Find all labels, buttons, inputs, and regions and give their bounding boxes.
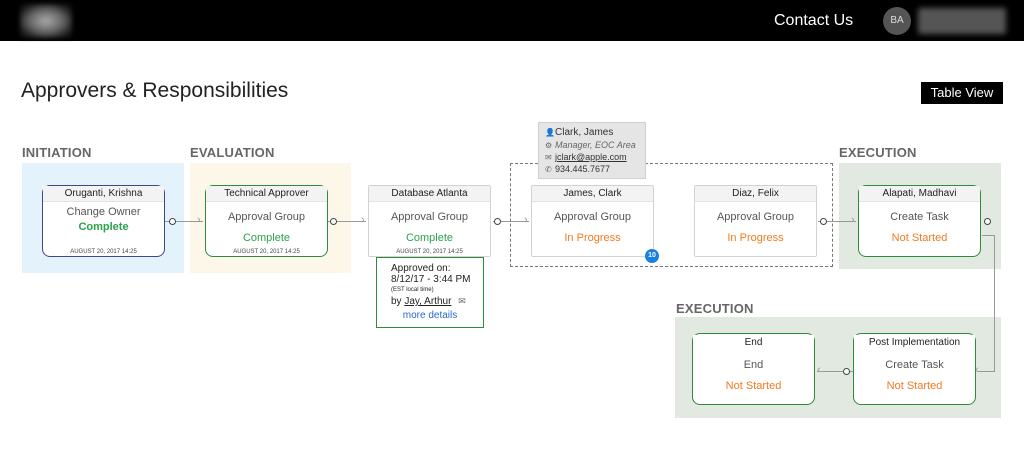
- approved-by-row: by Jay, Arthur ✉: [391, 296, 483, 307]
- card-database-atlanta[interactable]: Database Atlanta Approval Group Complete…: [368, 185, 491, 257]
- connector-line: [994, 235, 995, 371]
- stage-execution-top: EXECUTION: [839, 145, 917, 160]
- tooltip-phone-row: ✆934.445.7677: [545, 163, 645, 175]
- connector-line: [165, 221, 203, 222]
- tooltip-phone: 934.445.7677: [555, 164, 611, 174]
- mail-icon: ✉: [545, 153, 552, 162]
- logo[interactable]: [20, 4, 72, 38]
- card-status: Complete: [78, 221, 129, 233]
- card-date: AUGUST 20, 2017 14:25: [396, 249, 463, 255]
- card-role: Create Task: [890, 211, 949, 223]
- card-technical-approver[interactable]: Technical Approver Approval Group Comple…: [205, 185, 328, 257]
- approver-name-link[interactable]: Jay, Arthur: [404, 296, 452, 307]
- arrow-left-icon: ‹: [817, 364, 821, 376]
- card-post-implementation[interactable]: Post Implementation Create Task Not Star…: [853, 333, 976, 405]
- connector-line: [982, 235, 994, 236]
- mail-icon[interactable]: ✉: [458, 296, 466, 306]
- card-james-clark[interactable]: James, Clark Approval Group In Progress: [531, 185, 654, 257]
- card-name: Alapati, Madhavi: [859, 186, 980, 202]
- connector-node-icon: [820, 218, 827, 225]
- more-details-link[interactable]: more details: [402, 310, 458, 321]
- phone-icon: ✆: [545, 165, 552, 174]
- connector-line: [328, 221, 366, 222]
- top-bar: Contact Us BA: [0, 0, 1024, 41]
- card-status: Not Started: [886, 380, 943, 392]
- connector-node-icon: [984, 218, 991, 225]
- card-name: James, Clark: [532, 186, 653, 202]
- card-alapati-madhavi[interactable]: Alapati, Madhavi Create Task Not Started: [858, 185, 981, 257]
- parallel-group-outline: [510, 163, 833, 267]
- connector-node-icon: [843, 368, 850, 375]
- timezone-note: (EST local time): [391, 287, 434, 293]
- card-name: End: [693, 335, 814, 350]
- approver-tooltip: 👤Clark, James ⚙Manager, EOC Area ✉jclark…: [538, 122, 646, 179]
- approved-on-datetime: 8/12/17 - 3:44 PM: [391, 274, 471, 285]
- stage-evaluation: EVALUATION: [190, 145, 275, 160]
- approval-details-popup: Approved on: 8/12/17 - 3:44 PM (EST loca…: [376, 257, 484, 328]
- notification-badge[interactable]: 10: [645, 249, 659, 263]
- tooltip-email-row: ✉jclark@apple.com: [545, 151, 645, 163]
- connector-node-icon: [494, 218, 501, 225]
- connector-line: [818, 221, 856, 222]
- card-name: Diaz, Felix: [695, 186, 816, 202]
- card-name: Oruganti, Krishna: [43, 186, 164, 202]
- arrow-right-icon: ›: [361, 214, 365, 226]
- tooltip-title-row: ⚙Manager, EOC Area: [545, 139, 645, 151]
- arrow-left-icon: ‹: [975, 364, 979, 376]
- tooltip-name-row: 👤Clark, James: [545, 127, 645, 139]
- connector-line: [493, 221, 529, 222]
- connector-node-icon: [169, 218, 176, 225]
- connector-line: [977, 371, 995, 372]
- card-diaz-felix[interactable]: Diaz, Felix Approval Group In Progress: [694, 185, 817, 257]
- stage-execution-bottom: EXECUTION: [676, 301, 754, 316]
- card-role: Approval Group: [390, 211, 469, 223]
- card-status: Complete: [405, 232, 454, 244]
- contact-us-link[interactable]: Contact Us: [774, 12, 854, 29]
- arrow-right-icon: ›: [197, 214, 201, 226]
- card-name: Post Implementation: [854, 335, 975, 350]
- card-role: End: [743, 359, 764, 371]
- card-name: Database Atlanta: [369, 186, 490, 202]
- card-status: Not Started: [891, 232, 948, 244]
- connector-line: [817, 371, 853, 372]
- role-icon: ⚙: [545, 141, 553, 150]
- card-role: Approval Group: [553, 211, 632, 223]
- tooltip-email-link[interactable]: jclark@apple.com: [555, 152, 627, 162]
- card-role: Change Owner: [66, 206, 141, 218]
- card-status: In Progress: [727, 232, 784, 244]
- arrow-right-icon: ›: [851, 214, 855, 226]
- connector-node-icon: [330, 218, 337, 225]
- arrow-right-icon: ›: [524, 214, 528, 226]
- person-icon: 👤: [545, 128, 555, 137]
- avatar[interactable]: BA: [883, 7, 911, 35]
- card-name: Technical Approver: [206, 186, 327, 202]
- approved-on-label: Approved on:: [391, 263, 451, 274]
- card-role: Approval Group: [716, 211, 795, 223]
- card-date: AUGUST 20, 2017 14:25: [70, 249, 137, 255]
- table-view-button[interactable]: Table View: [921, 82, 1003, 104]
- card-oruganti-krishna[interactable]: Oruganti, Krishna Change Owner Complete …: [42, 185, 165, 257]
- tooltip-name: Clark, James: [555, 127, 614, 138]
- card-status: In Progress: [564, 232, 621, 244]
- card-status: Not Started: [725, 380, 782, 392]
- card-status: Complete: [242, 232, 291, 244]
- card-role: Create Task: [885, 359, 944, 371]
- by-label: by: [391, 296, 402, 307]
- user-name-blurred[interactable]: [918, 8, 1006, 34]
- card-date: AUGUST 20, 2017 14:25: [233, 249, 300, 255]
- stage-initiation: INITIATION: [22, 145, 92, 160]
- card-role: Approval Group: [227, 211, 306, 223]
- card-end[interactable]: End End Not Started: [692, 333, 815, 405]
- page-title: Approvers & Responsibilities: [21, 79, 289, 102]
- tooltip-title: Manager, EOC Area: [555, 140, 636, 150]
